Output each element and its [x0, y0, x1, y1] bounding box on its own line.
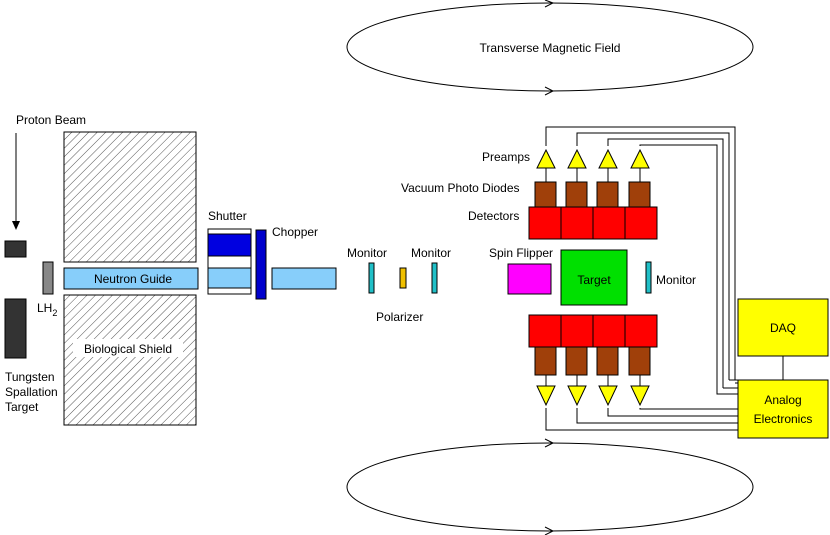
field-arrow-bottom-upper [544, 438, 555, 448]
monitor-2 [431, 262, 438, 294]
proton-beam-label: Proton Beam [16, 113, 86, 127]
detector-bottom-3 [592, 314, 626, 348]
target-label: Target [577, 273, 611, 287]
field-loop-top [346, 2, 754, 92]
vpd-bottom-1 [534, 346, 557, 376]
monitor-3 [645, 261, 652, 294]
field-arrow-top-lower [544, 86, 555, 96]
target [560, 249, 628, 306]
monitor-1-label: Monitor [347, 246, 387, 260]
shutter-guide [207, 267, 252, 289]
vpd-bottom-2 [565, 346, 588, 376]
analog-label-1: Analog [764, 393, 801, 407]
monitor-1 [368, 262, 375, 294]
preamp-top-4 [630, 148, 650, 169]
biological-shield-label: Biological Shield [84, 342, 172, 356]
detectors-label: Detectors [468, 209, 519, 223]
preamp-bottom-2 [567, 385, 587, 407]
tungsten-label-3: Target [5, 400, 39, 414]
shutter-label: Shutter [208, 209, 247, 223]
preamp-top-1 [536, 148, 556, 169]
tungsten-label-1: Tungsten [5, 370, 55, 384]
neutron-guide-segment [271, 267, 337, 290]
detector-bottom-2 [560, 314, 594, 348]
detector-bottom-1 [528, 314, 562, 348]
polarizer-label: Polarizer [376, 310, 423, 324]
detector-bottom-4 [624, 314, 658, 348]
detector-top-1 [528, 206, 562, 240]
biological-shield-lower [63, 294, 197, 426]
lh2-moderator [42, 261, 54, 295]
monitor-2-label: Monitor [411, 246, 451, 260]
preamps-label: Preamps [482, 150, 530, 164]
analog-label-2: Electronics [754, 412, 813, 426]
monitor-3-label: Monitor [656, 273, 696, 287]
spin-flipper-label: Spin Flipper [489, 246, 553, 260]
daq-label: DAQ [770, 321, 796, 335]
proton-beam-arrowhead [12, 221, 20, 230]
vpd-top-1 [534, 181, 557, 208]
preamp-top-3 [598, 148, 618, 169]
bottom-array [528, 314, 658, 407]
vpd-top-4 [628, 181, 651, 208]
detector-top-2 [560, 206, 594, 240]
detector-top-3 [592, 206, 626, 240]
lh2-label: LH2 [37, 301, 57, 318]
vpd-label: Vacuum Photo Diodes [401, 181, 520, 195]
chopper-label: Chopper [272, 225, 318, 239]
biological-shield-upper [63, 131, 197, 263]
signal-cables [545, 126, 784, 431]
tungsten-target [4, 298, 27, 359]
tungsten-target-small [4, 240, 27, 258]
field-arrow-top-upper [544, 0, 555, 8]
polarizer [399, 267, 407, 289]
preamp-bottom-4 [630, 385, 650, 407]
neutron-guide-label: Neutron Guide [94, 272, 172, 286]
preamp-top-2 [567, 148, 587, 169]
neutron-guide [63, 267, 199, 290]
chopper [255, 229, 267, 300]
spin-flipper [507, 263, 552, 295]
vpd-bottom-4 [628, 346, 651, 376]
preamp-bottom-1 [536, 385, 556, 407]
vpd-top-3 [596, 181, 619, 208]
tungsten-label-2: Spallation [5, 385, 58, 399]
field-arrow-bottom-lower [544, 526, 555, 535]
preamp-bottom-3 [598, 385, 618, 407]
top-array [528, 148, 658, 240]
analog-electronics-box [737, 379, 829, 439]
detector-top-4 [624, 206, 658, 240]
vpd-bottom-3 [596, 346, 619, 376]
vpd-top-2 [565, 181, 588, 208]
field-label: Transverse Magnetic Field [480, 41, 621, 55]
field-loop-bottom [346, 442, 754, 532]
daq-box [737, 298, 829, 357]
biological-shield-label-bg [73, 339, 183, 357]
shutter-block [207, 233, 252, 257]
